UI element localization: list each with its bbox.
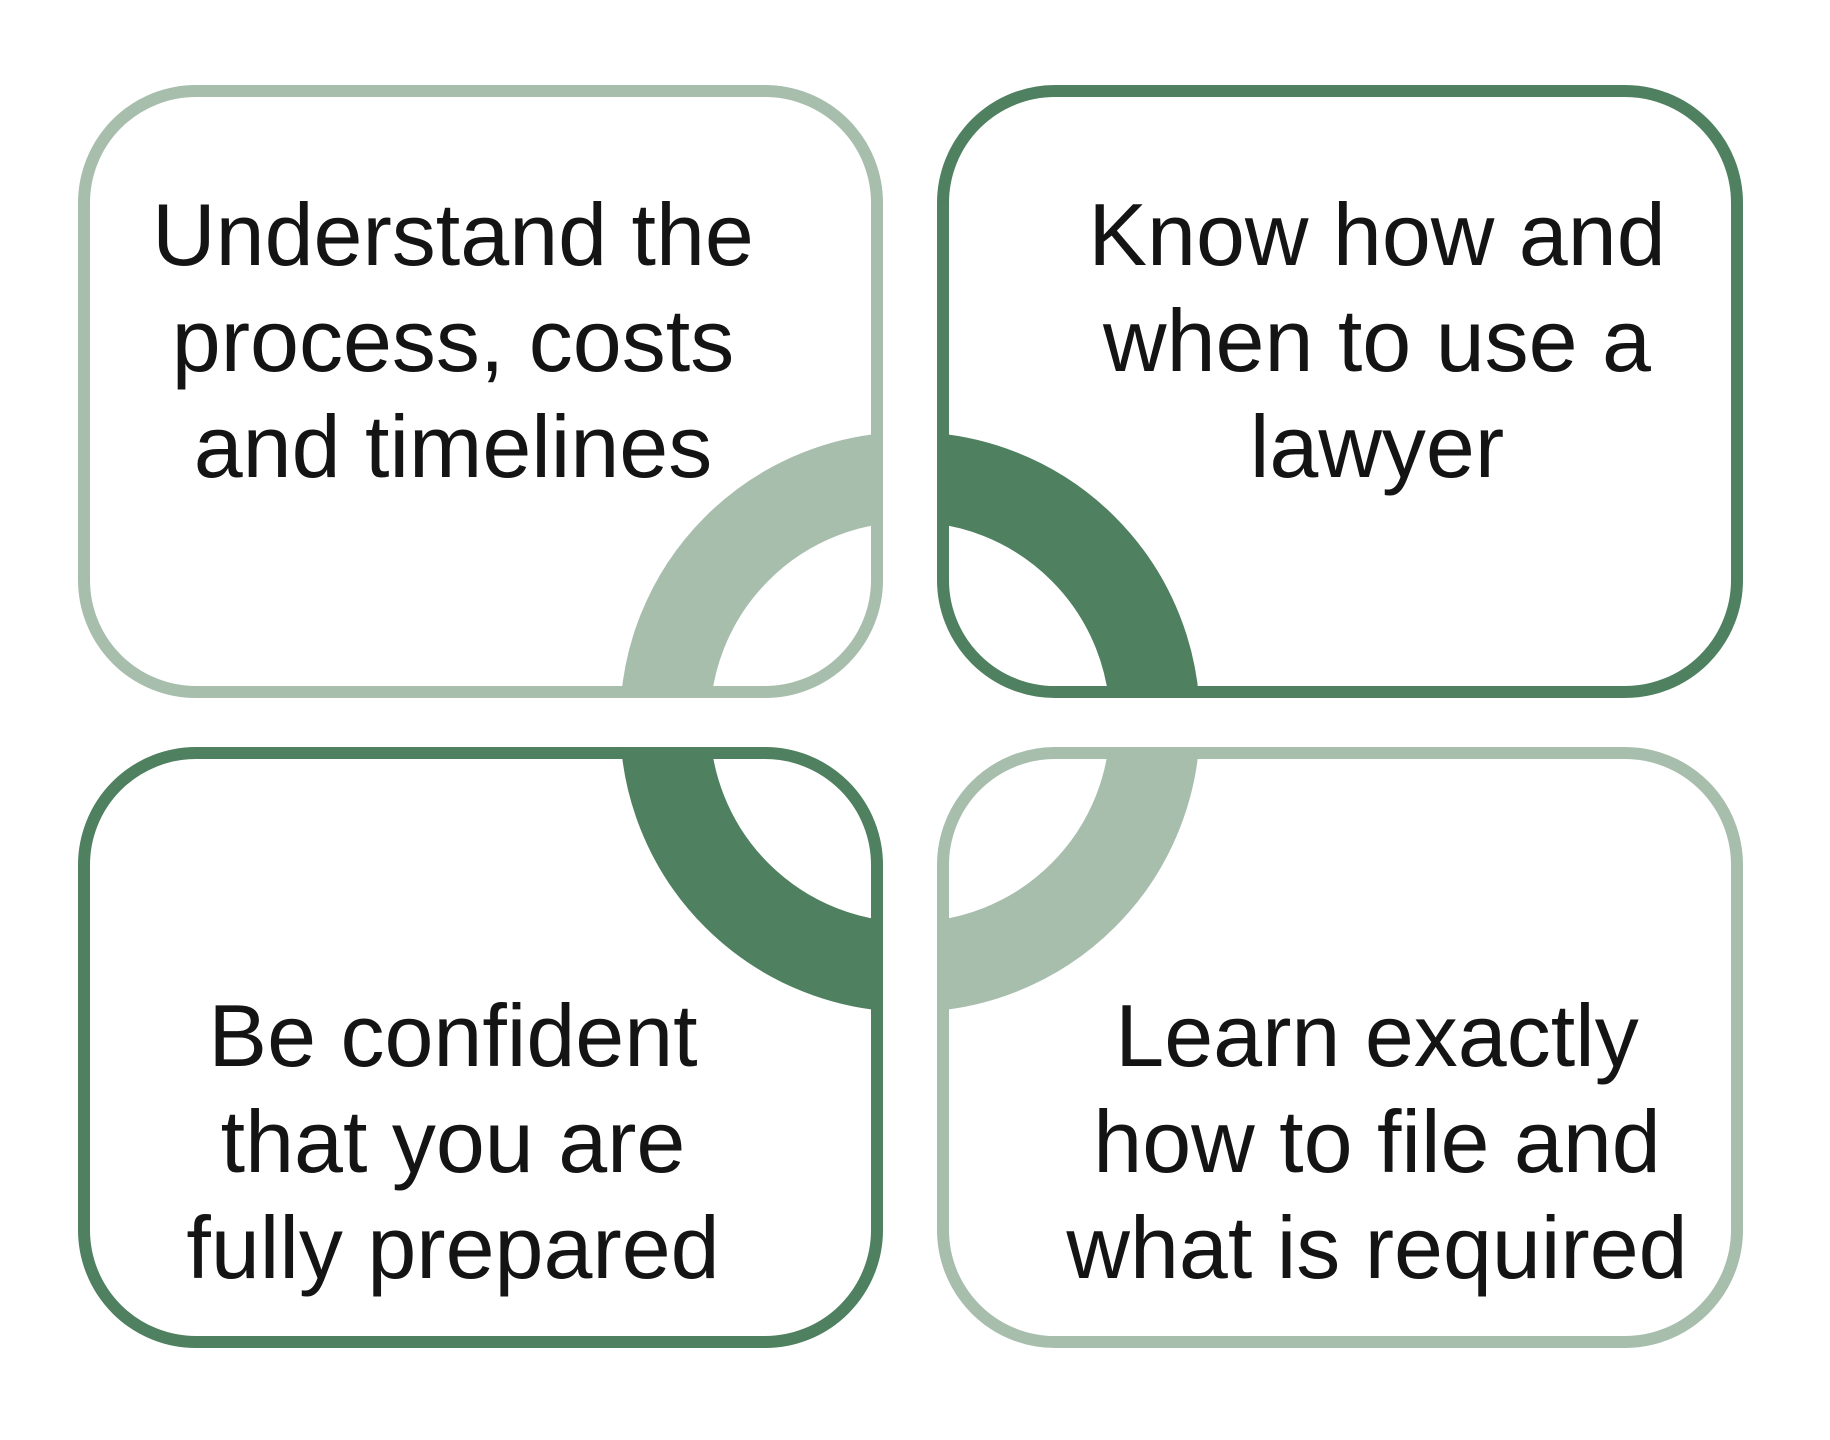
card-text-line: when to use a [1103, 291, 1651, 390]
card-be-confident: Be confident that you are fully prepared [78, 747, 883, 1348]
card-text-line: Understand the [152, 185, 754, 284]
card-use-lawyer-text: Know how and when to use a lawyer [997, 182, 1757, 500]
card-file-requirements-text: Learn exactly how to file and what is re… [997, 983, 1757, 1301]
card-text-line: and timelines [193, 397, 713, 496]
card-text-line: Know how and [1088, 185, 1666, 284]
card-understand-process-text: Understand the process, costs and timeli… [73, 182, 833, 500]
card-understand-process: Understand the process, costs and timeli… [78, 85, 883, 698]
card-text-line: that you are [220, 1092, 686, 1191]
card-file-requirements: Learn exactly how to file and what is re… [937, 747, 1743, 1348]
card-text-line: process, costs [171, 291, 735, 390]
card-use-lawyer: Know how and when to use a lawyer [937, 85, 1743, 698]
card-text-line: fully prepared [186, 1198, 720, 1297]
card-text-line: Learn exactly [1115, 986, 1639, 1085]
card-text-line: lawyer [1249, 397, 1505, 496]
card-text-line: Be confident [208, 986, 698, 1085]
card-text-line: how to file and [1093, 1092, 1661, 1191]
card-text-line: what is required [1066, 1198, 1688, 1297]
card-be-confident-text: Be confident that you are fully prepared [73, 983, 833, 1301]
